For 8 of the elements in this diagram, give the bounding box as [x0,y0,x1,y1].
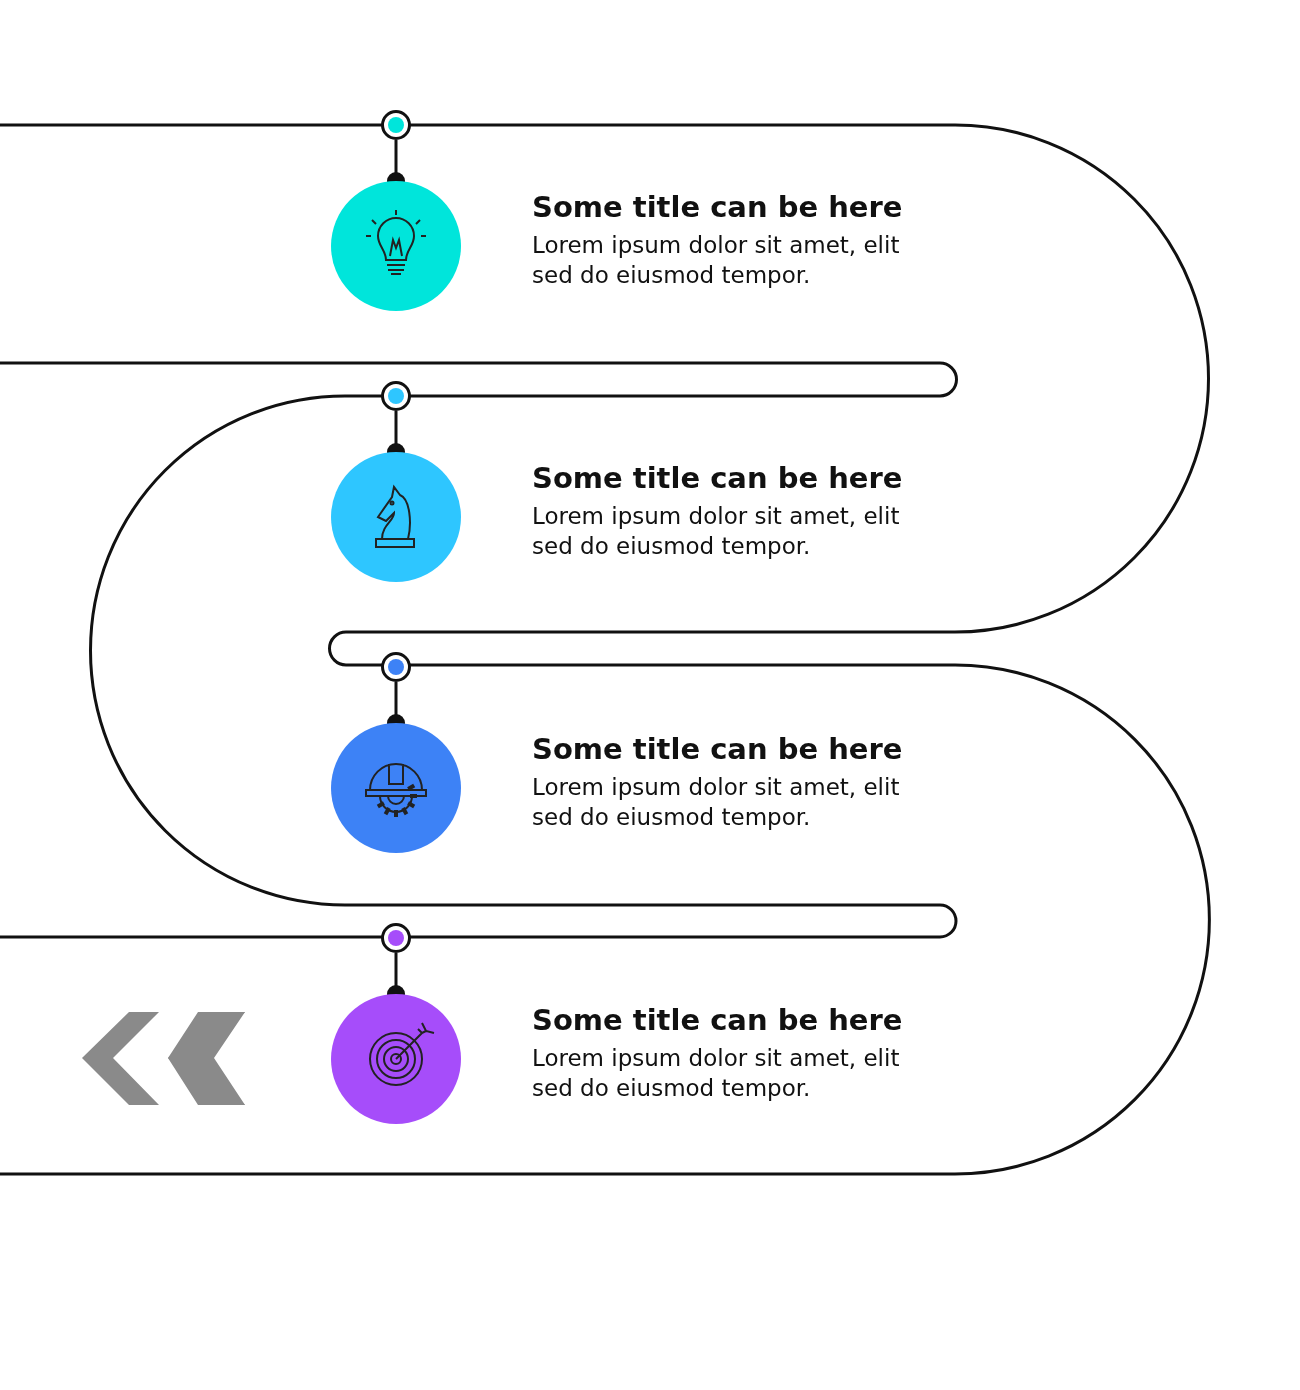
step-description: Lorem ipsum dolor sit amet, elit sed do eiusmod tempor. [532,231,901,290]
step-title: Some title can be here [532,461,903,495]
step-title: Some title can be here [532,1003,903,1037]
step-description: Lorem ipsum dolor sit amet, elit sed do eiusmod tempor. [532,502,901,561]
step-title: Some title can be here [532,732,903,766]
step-title: Some title can be here [532,190,903,224]
step-description: Lorem ipsum dolor sit amet, elit sed do eiusmod tempor. [532,1044,901,1103]
step-description: Lorem ipsum dolor sit amet, elit sed do eiusmod tempor. [532,773,901,832]
